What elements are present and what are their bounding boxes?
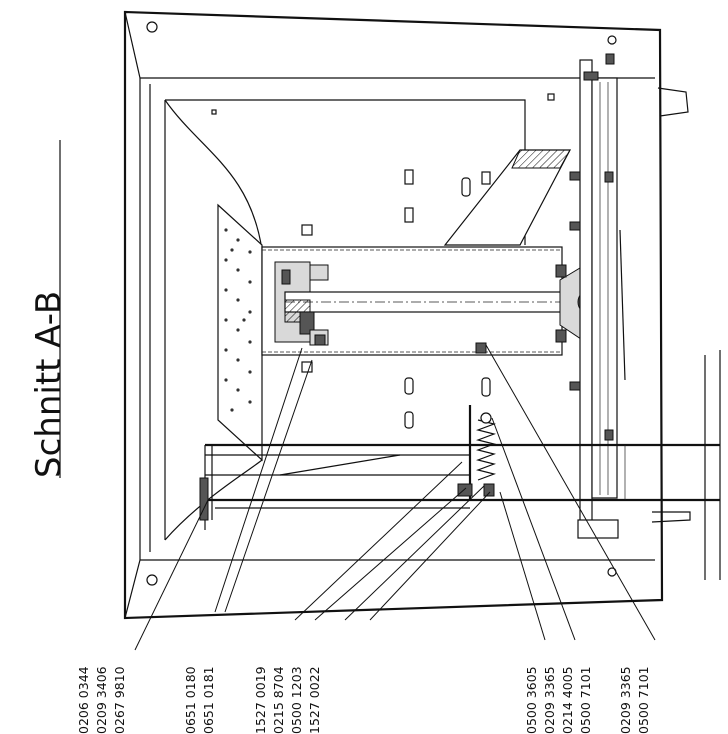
perforated-plate-outline	[217, 203, 263, 462]
part-number: 0500 7101	[636, 666, 651, 734]
section-title-text: Schnitt A-B	[29, 291, 69, 478]
part-number: 0206 0344	[76, 666, 91, 734]
leader-group-3d	[369, 491, 491, 621]
mount-hole-bottom	[146, 574, 158, 586]
housing-frame	[123, 10, 691, 620]
disc-top-fixing-2	[605, 53, 615, 65]
deflector-plate	[443, 149, 571, 246]
nut-bottom-left	[314, 334, 326, 346]
screw-top	[301, 224, 313, 236]
disc-bolt-1	[569, 171, 581, 181]
part-number: 0500 3605	[524, 666, 539, 734]
bearing-top	[309, 264, 329, 281]
part-number: 0267 9810	[112, 666, 127, 734]
leader-group-2a	[214, 347, 303, 613]
chamber-fasteners	[301, 169, 491, 429]
chamber-top-curve	[164, 99, 263, 251]
pin-7	[481, 377, 491, 397]
part-number: 0215 8704	[271, 666, 286, 734]
part-number: 1527 0022	[307, 666, 322, 734]
disc-bolt-4	[604, 429, 614, 441]
disc-main	[579, 59, 593, 531]
part-number: 0209 3406	[94, 666, 109, 734]
part-number-labels: 0206 0344 0209 3406 0267 9810 0651 0180 …	[76, 666, 651, 734]
part-number: 0500 1203	[289, 666, 304, 734]
leader-group-1	[134, 499, 209, 651]
rail-side-block	[199, 477, 209, 521]
mount-hole-top-right	[607, 35, 617, 45]
rotating-disc	[569, 53, 626, 539]
deflector-hatch	[511, 149, 571, 169]
leader-group-4c	[485, 344, 656, 641]
disc-top-fixing	[583, 71, 599, 81]
hub-nut-bottom	[555, 329, 567, 343]
spring-base-nut-2	[483, 483, 495, 497]
screw-center	[475, 342, 487, 354]
part-number: 0209 3365	[542, 666, 557, 734]
part-number: 1527 0019	[253, 666, 268, 734]
rail-brace	[279, 454, 401, 476]
right-foot	[651, 511, 691, 523]
nut-top-left	[281, 269, 291, 285]
spring-top-eye	[480, 412, 492, 424]
pin-6	[404, 411, 414, 429]
section-title: Schnitt A-B	[29, 140, 69, 478]
screw-bottom	[301, 361, 313, 373]
pin-1	[404, 169, 414, 185]
frame-rails	[199, 350, 721, 580]
chamber-bottom-curve	[164, 459, 263, 541]
disc-foot	[577, 519, 619, 539]
part-number: 0500 7101	[578, 666, 593, 734]
drive-shaft	[281, 264, 586, 346]
leader-lines	[134, 344, 656, 651]
outer-frame-outline	[123, 10, 664, 620]
disc-bolt-2	[569, 221, 581, 231]
right-handle	[657, 87, 689, 117]
pin-2	[404, 207, 414, 223]
mount-hole-top	[146, 21, 158, 33]
part-number: 0214 4005	[560, 666, 575, 734]
spring-base-nut	[457, 483, 473, 497]
shaft-bolt	[299, 311, 315, 335]
pin-3	[461, 177, 471, 197]
perforated-plate	[217, 203, 263, 462]
pin-4	[481, 171, 491, 185]
leader-group-3a	[294, 461, 463, 621]
spring-coil	[475, 419, 497, 481]
leader-group-4b	[491, 417, 576, 641]
disc-bolt-5	[604, 171, 614, 183]
disc-edge-curve	[619, 229, 626, 381]
leader-group-3b	[314, 487, 467, 621]
chamber-rivet-2	[211, 109, 217, 115]
hub-nut-top	[555, 264, 567, 278]
part-number: 0651 0181	[201, 666, 216, 734]
leader-group-4a	[499, 491, 546, 641]
leader-group-3c	[344, 485, 485, 621]
part-number: 0209 3365	[618, 666, 633, 734]
perforation-dots	[224, 228, 252, 412]
disc-guard	[591, 77, 618, 499]
disc-bolt-3	[569, 381, 581, 391]
pin-5	[404, 377, 414, 395]
inner-chamber	[164, 93, 555, 541]
spring-assembly	[457, 405, 497, 500]
leader-group-2b	[224, 359, 313, 613]
chamber-rivet	[547, 93, 555, 101]
part-number: 0651 0180	[183, 666, 198, 734]
